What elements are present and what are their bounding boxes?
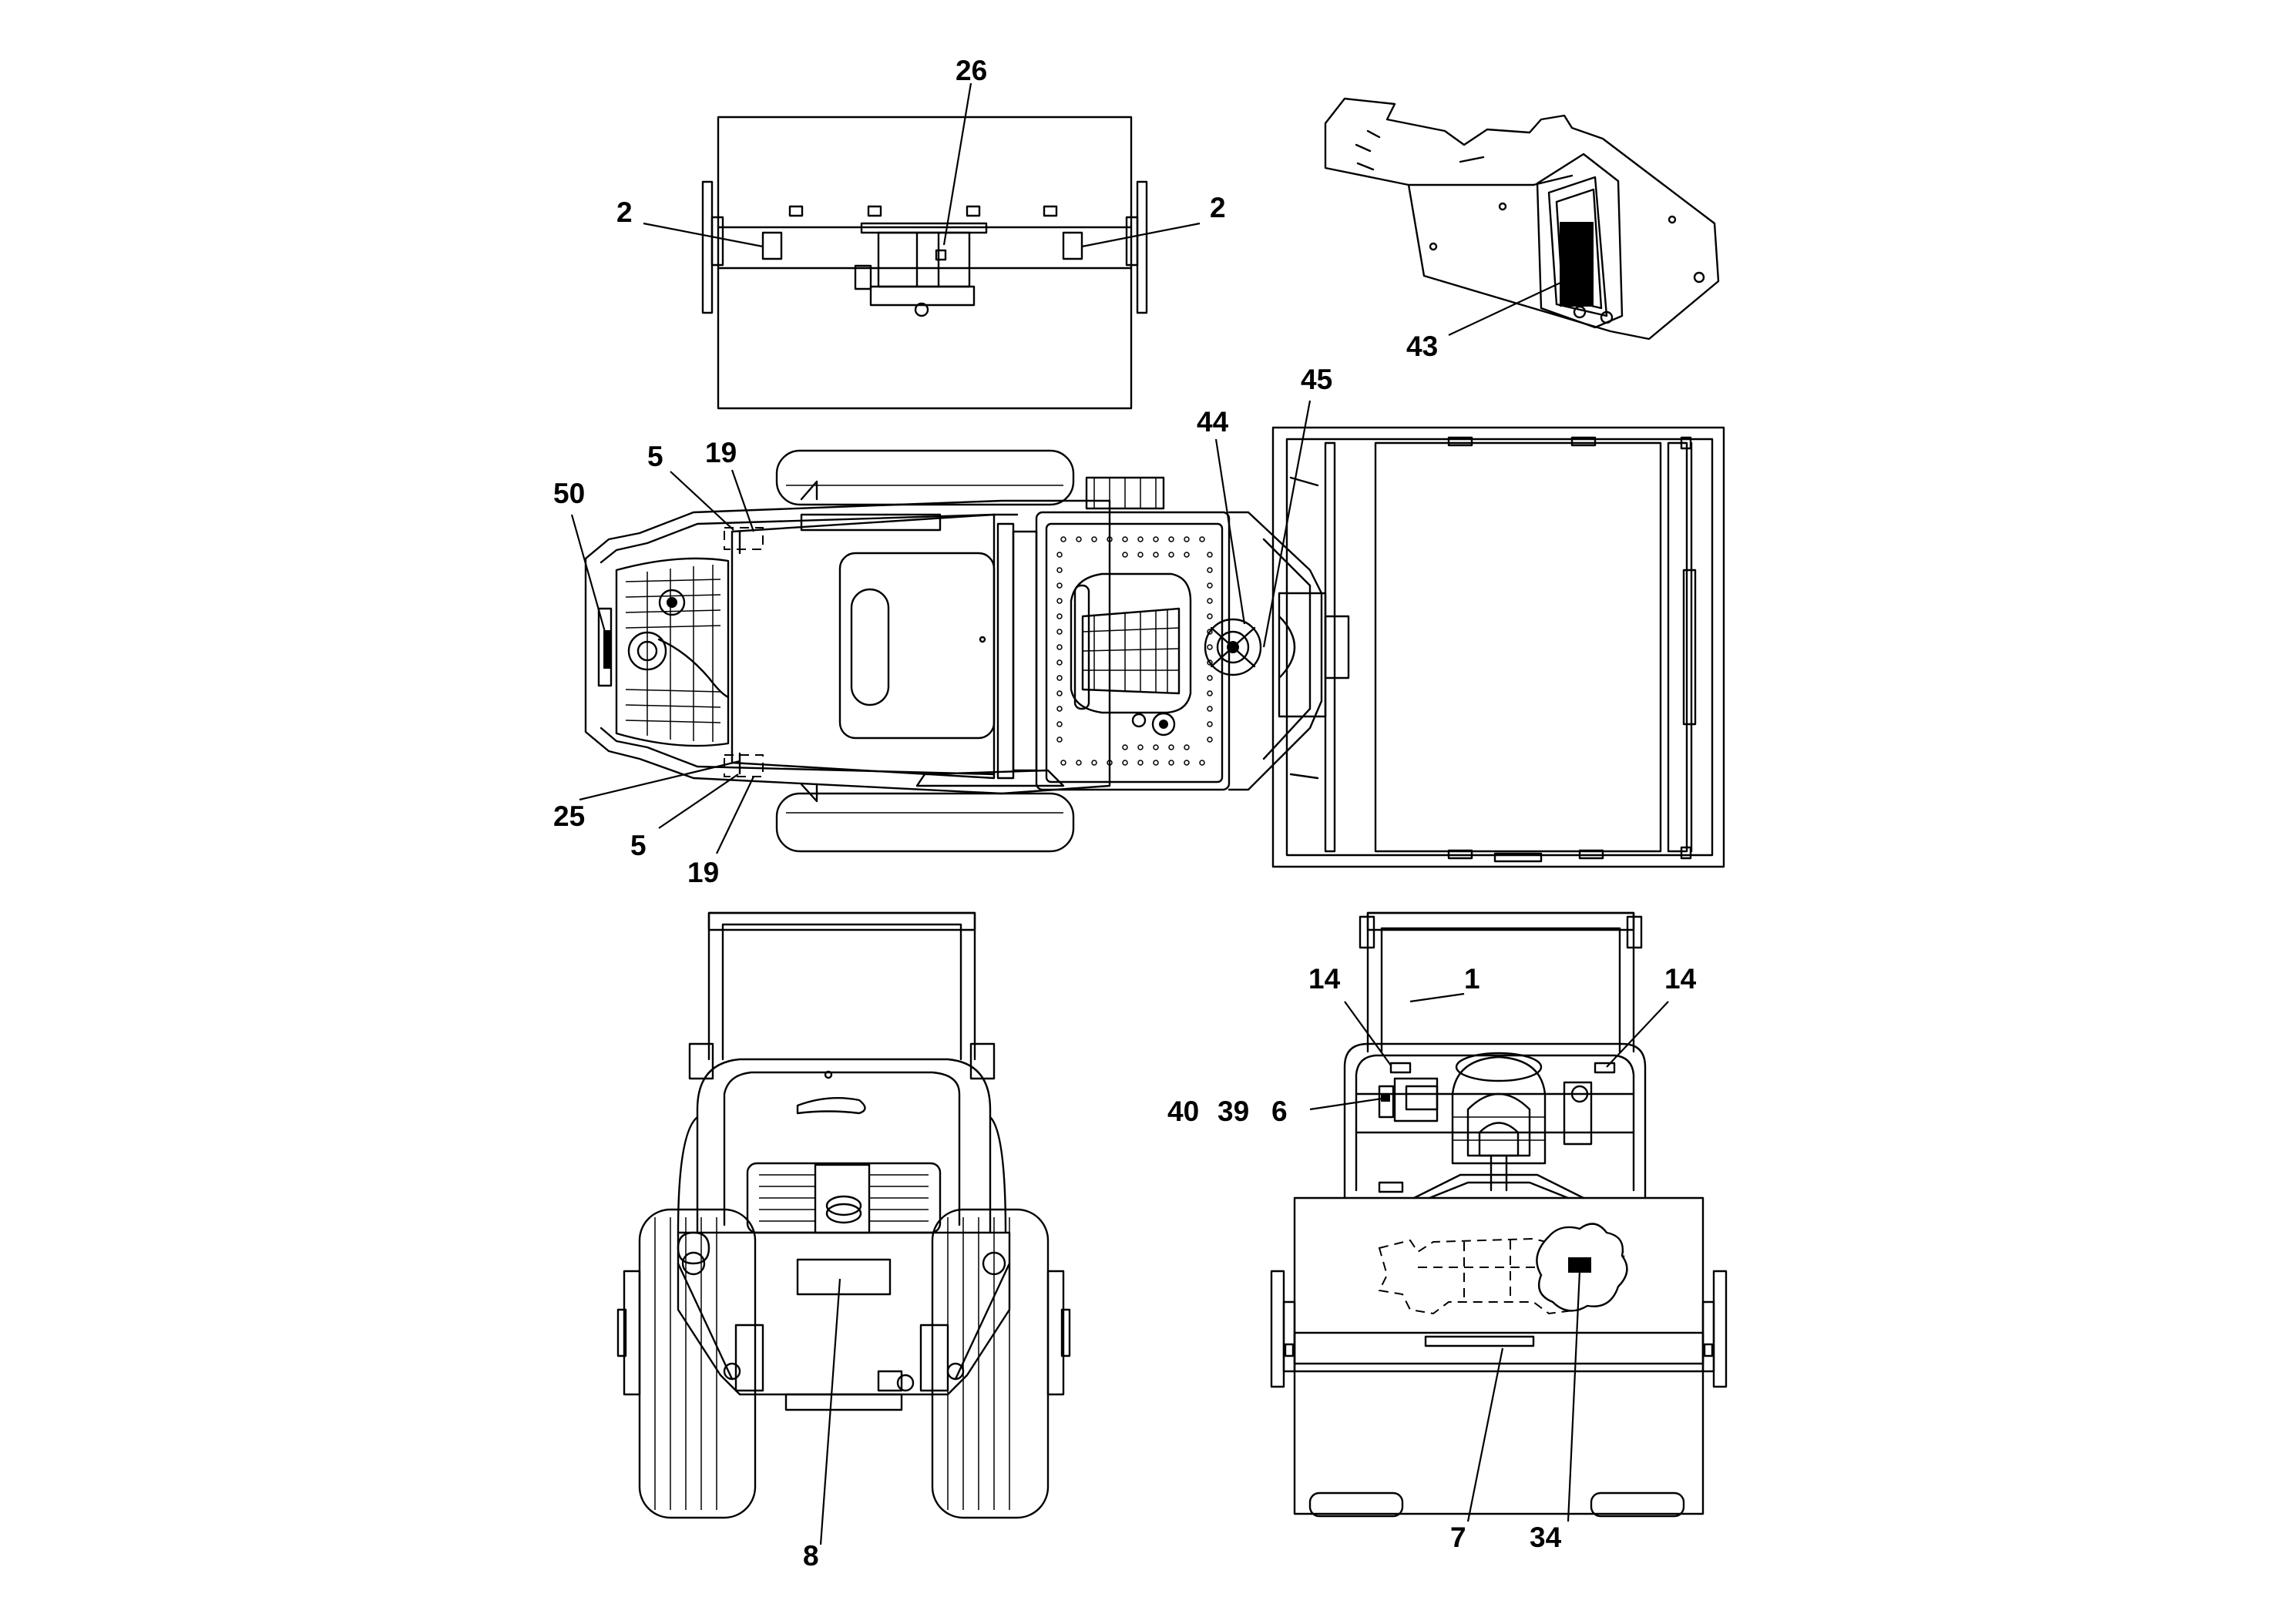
machine-rear-view — [616, 911, 1071, 1519]
callout-1: 1 — [1464, 963, 1480, 995]
callout-5-top: 5 — [647, 441, 663, 472]
callout-7: 7 — [1450, 1522, 1466, 1553]
callout-2-right: 2 — [1210, 192, 1226, 223]
leader-lines — [570, 82, 1669, 1545]
callout-26: 26 — [956, 55, 987, 86]
callout-39: 39 — [1218, 1096, 1249, 1127]
callout-50: 50 — [553, 478, 585, 509]
callout-14-left: 14 — [1308, 963, 1341, 995]
callout-2-left: 2 — [616, 196, 633, 228]
callout-44: 44 — [1197, 406, 1229, 438]
drum-frame-top-view — [701, 116, 1148, 410]
callout-6: 6 — [1271, 1096, 1288, 1127]
callout-labels: 26 2 2 43 44 45 5 19 50 25 5 19 14 1 14 … — [553, 55, 1697, 1572]
callout-34: 34 — [1530, 1522, 1562, 1553]
floor-holes — [1056, 536, 1213, 766]
machine-front-view — [1270, 911, 1728, 1518]
callout-40: 40 — [1167, 1096, 1199, 1127]
callout-45: 45 — [1301, 364, 1332, 395]
callout-19-top: 19 — [705, 437, 737, 468]
callout-8: 8 — [803, 1540, 819, 1572]
callout-5-bottom: 5 — [630, 830, 647, 861]
ecu-bracket-view — [1324, 97, 1720, 341]
callout-43: 43 — [1406, 331, 1438, 362]
callout-14-right: 14 — [1664, 963, 1697, 995]
machine-top-view — [584, 426, 1725, 868]
callout-25: 25 — [553, 800, 585, 832]
callout-19-bottom: 19 — [687, 857, 719, 888]
